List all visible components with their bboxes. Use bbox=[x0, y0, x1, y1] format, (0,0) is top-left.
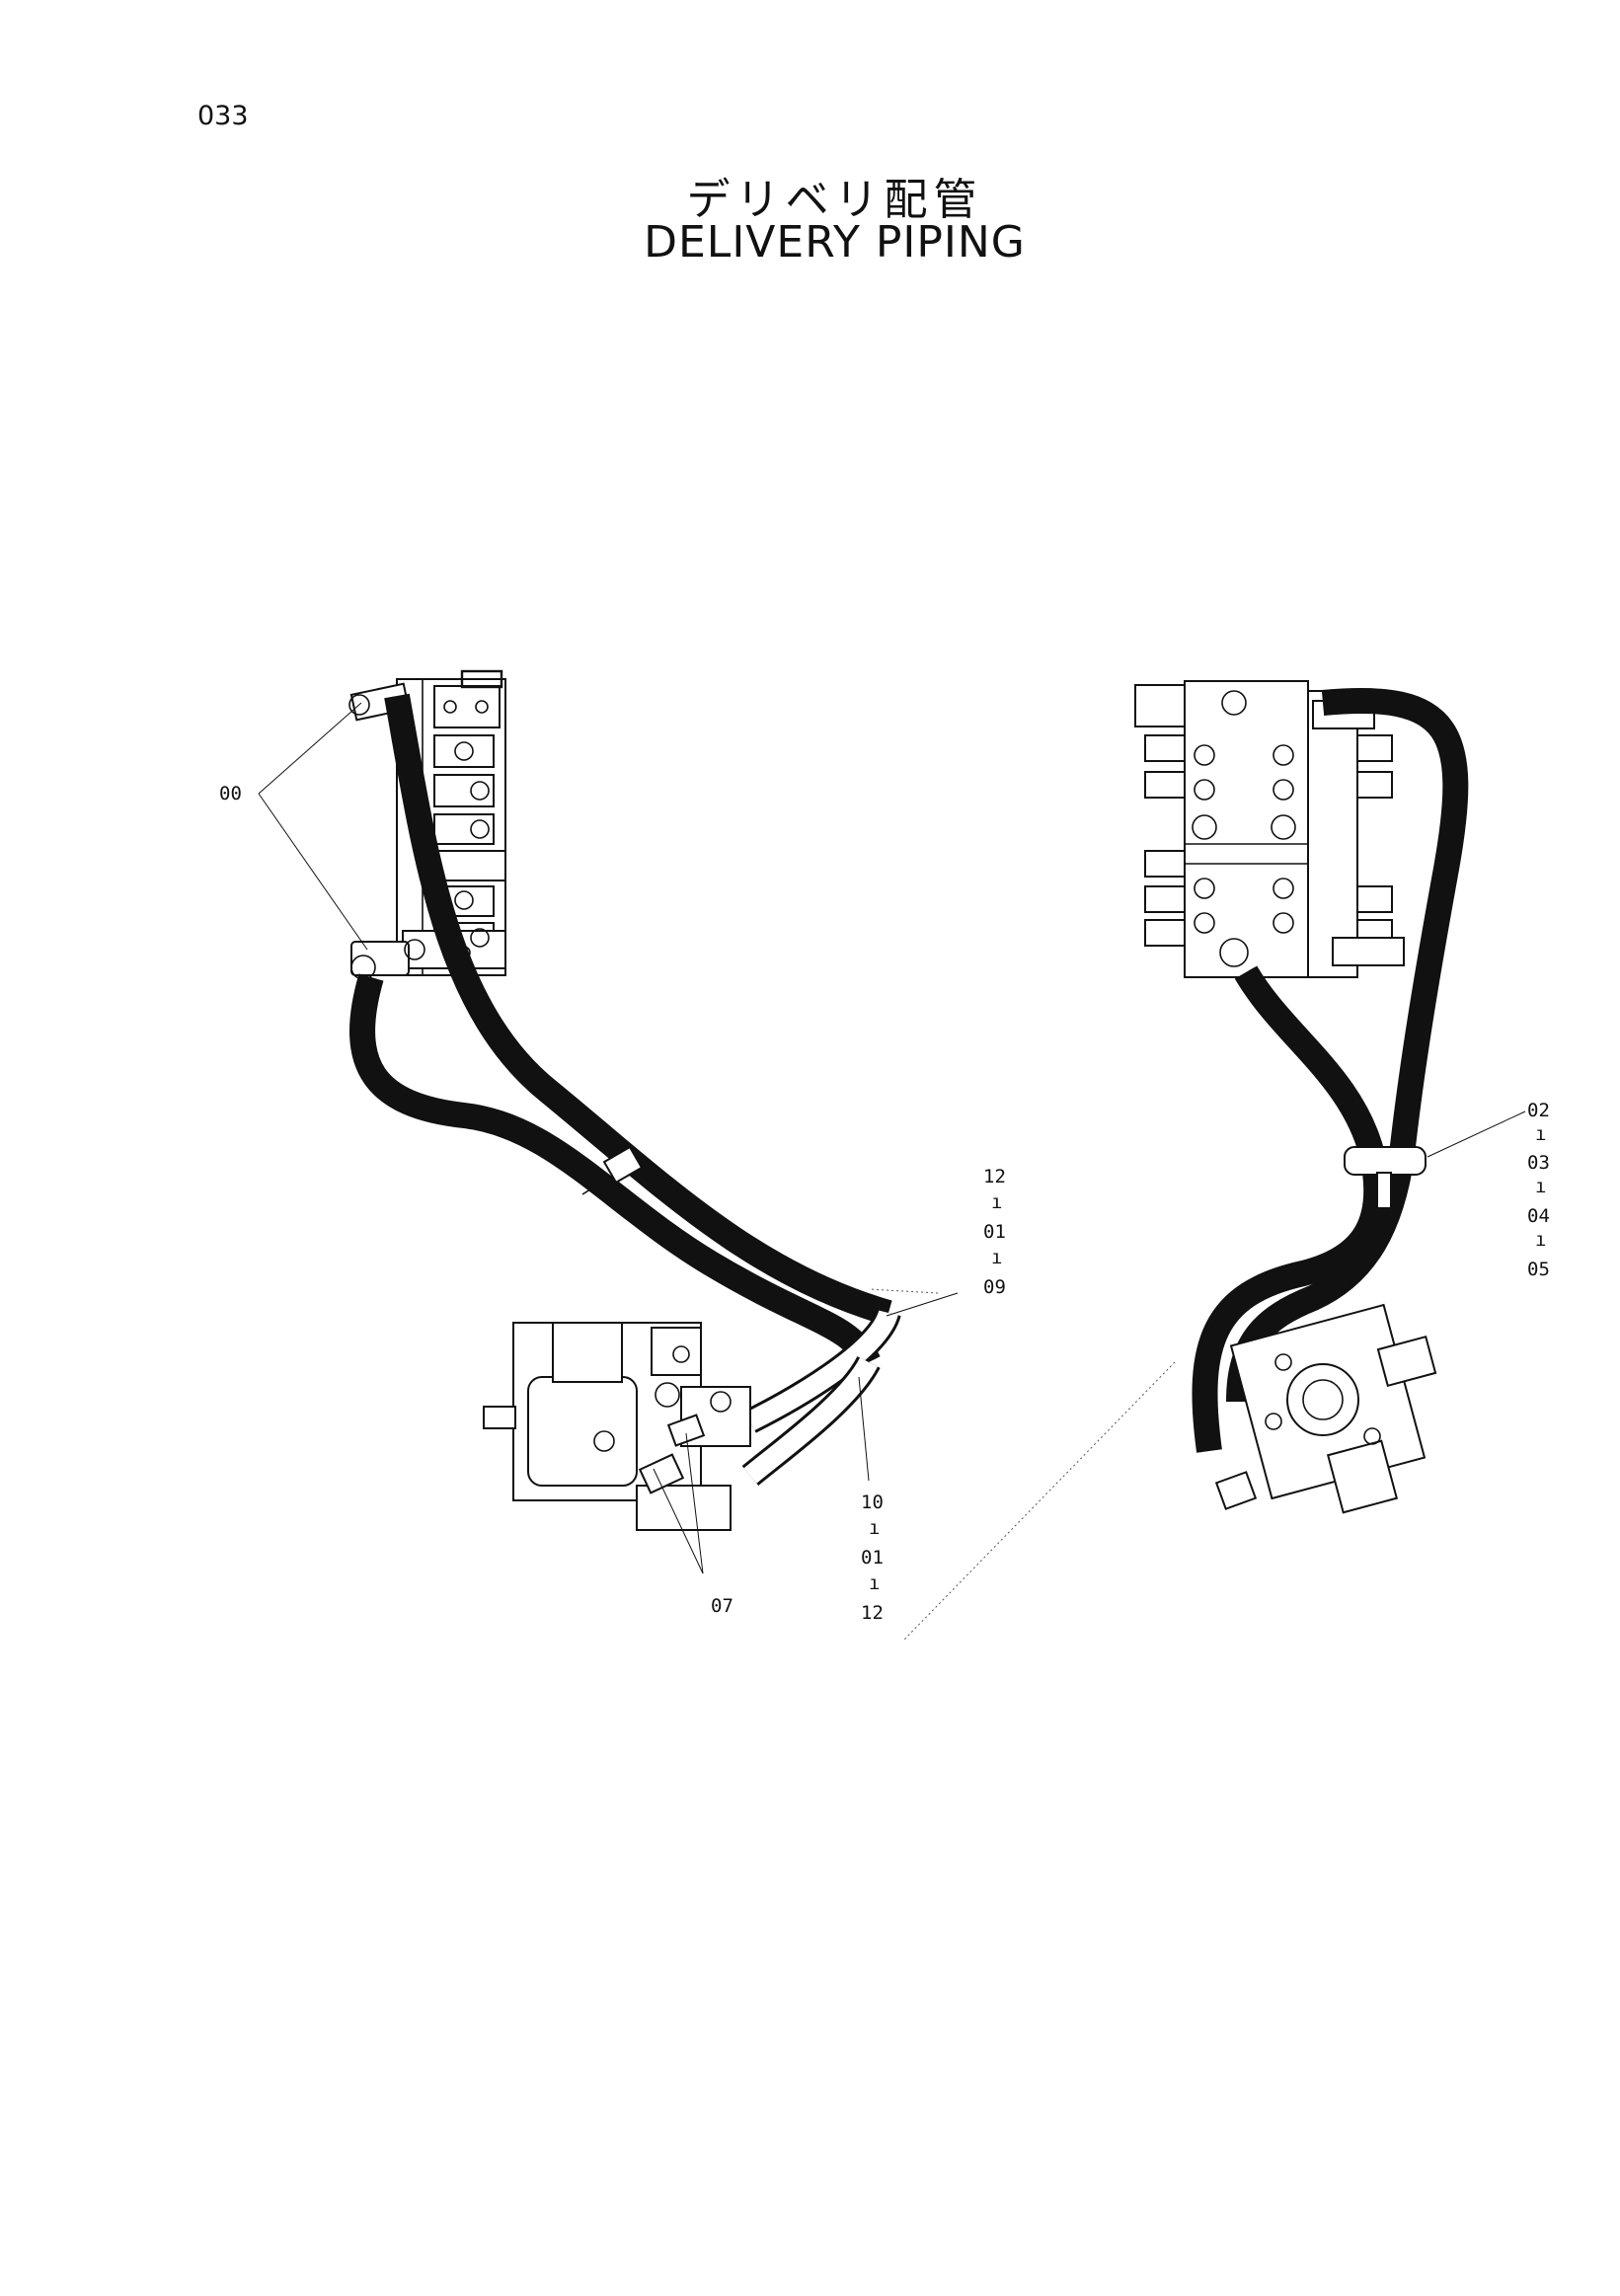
right-control-valve bbox=[1134, 680, 1405, 978]
right-leader-lines bbox=[902, 1110, 1526, 1642]
callout-right-3: 04 bbox=[1527, 1205, 1550, 1227]
left-hydraulic-pump bbox=[483, 1322, 751, 1531]
callout-left-lower-2: 01 bbox=[861, 1547, 884, 1569]
left-delivery-hose-a bbox=[384, 693, 892, 1326]
callout-separator: ı bbox=[991, 1191, 1002, 1213]
callout-right-4: 05 bbox=[1527, 1259, 1550, 1280]
callout-separator: ı bbox=[1535, 1229, 1546, 1251]
right-delivery-hose-b bbox=[1192, 965, 1390, 1453]
callout-left-lower-3: 12 bbox=[861, 1602, 884, 1624]
callout-07: 07 bbox=[711, 1595, 733, 1617]
callout-right-2: 03 bbox=[1527, 1152, 1550, 1174]
callout-right-1: 02 bbox=[1527, 1100, 1550, 1121]
left-hose-clamp bbox=[581, 1145, 644, 1195]
right-hose-clamp bbox=[1344, 1146, 1427, 1209]
diagram-title-english: DELIVERY PIPING bbox=[644, 217, 1026, 268]
callout-separator: ı bbox=[991, 1247, 1002, 1268]
right-delivery-hose-a bbox=[1226, 687, 1469, 1403]
left-hose-ends bbox=[741, 1308, 901, 1486]
page-number: 033 bbox=[197, 101, 249, 131]
callout-separator: ı bbox=[869, 1572, 880, 1594]
left-leader-lines bbox=[258, 702, 959, 1574]
callout-left-upper-2: 01 bbox=[983, 1221, 1006, 1243]
left-delivery-hose-b bbox=[349, 973, 881, 1369]
callout-00: 00 bbox=[219, 783, 242, 804]
callout-separator: ı bbox=[1535, 1123, 1546, 1145]
callout-left-lower-1: 10 bbox=[861, 1492, 884, 1513]
right-hydraulic-pump bbox=[1214, 1303, 1437, 1514]
diagram-title-japanese: デリベリ配管 bbox=[686, 175, 983, 225]
callout-separator: ı bbox=[869, 1517, 880, 1539]
callout-separator: ı bbox=[1535, 1176, 1546, 1197]
left-pipe-fitting-lower bbox=[350, 939, 425, 980]
callout-left-upper-1: 12 bbox=[983, 1166, 1006, 1187]
callout-left-upper-3: 09 bbox=[983, 1276, 1006, 1298]
